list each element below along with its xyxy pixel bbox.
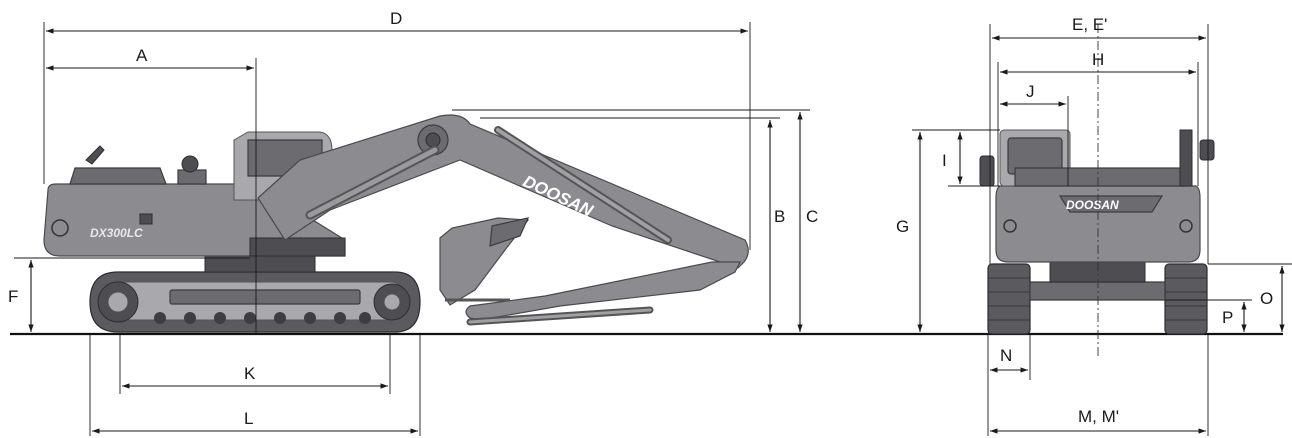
label-n: N bbox=[1000, 346, 1012, 365]
excavator-side-view: DX300LC DOOSAN bbox=[43, 114, 749, 333]
boom: DOOSAN bbox=[257, 114, 749, 269]
label-m: M, M' bbox=[1078, 407, 1119, 426]
bucket bbox=[439, 217, 530, 306]
label-o: O bbox=[1260, 289, 1273, 308]
label-p: P bbox=[1222, 308, 1233, 327]
label-g: G bbox=[896, 217, 909, 236]
rear-brand-text: DOOSAN bbox=[1066, 198, 1119, 212]
right-track-rear bbox=[1164, 263, 1208, 335]
crawler-track bbox=[89, 271, 421, 333]
label-c: C bbox=[806, 207, 818, 226]
rear-dimensions: E, E' H J I G O P N M, M' bbox=[896, 15, 1292, 436]
model-badge: DX300LC bbox=[90, 226, 143, 240]
arm bbox=[465, 261, 741, 326]
left-track-rear bbox=[987, 263, 1031, 335]
label-b: B bbox=[774, 207, 785, 226]
label-a: A bbox=[136, 46, 148, 65]
label-e: E, E' bbox=[1072, 15, 1107, 34]
label-j: J bbox=[1026, 82, 1035, 101]
label-i: I bbox=[942, 151, 947, 170]
label-f: F bbox=[8, 287, 18, 306]
label-d: D bbox=[390, 9, 402, 28]
label-l: L bbox=[244, 409, 253, 428]
label-k: K bbox=[244, 364, 256, 383]
label-h: H bbox=[1092, 50, 1104, 69]
excavator-rear-view: DOOSAN bbox=[979, 24, 1215, 358]
side-dimensions: D A B C F K L bbox=[8, 9, 818, 436]
